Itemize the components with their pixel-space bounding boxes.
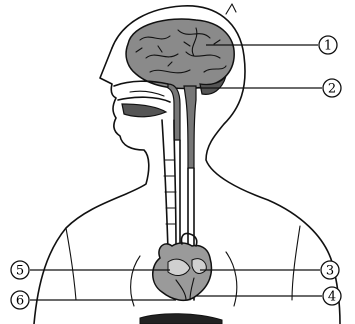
label-6: 6: [11, 291, 29, 309]
heart: [153, 233, 212, 300]
label-5-text: 5: [16, 264, 24, 279]
brain: [126, 19, 234, 94]
label-1-text: 1: [324, 39, 332, 54]
abdomen: [140, 314, 222, 324]
label-4-text: 4: [328, 290, 336, 305]
airway: [162, 84, 180, 250]
label-6-text: 6: [16, 294, 24, 309]
label-1: 1: [319, 36, 337, 54]
label-5: 5: [11, 261, 29, 279]
label-4: 4: [323, 287, 341, 305]
label-2-text: 2: [328, 82, 336, 97]
label-3-text: 3: [326, 264, 334, 279]
label-3: 3: [321, 261, 339, 279]
label-2: 2: [323, 79, 341, 97]
